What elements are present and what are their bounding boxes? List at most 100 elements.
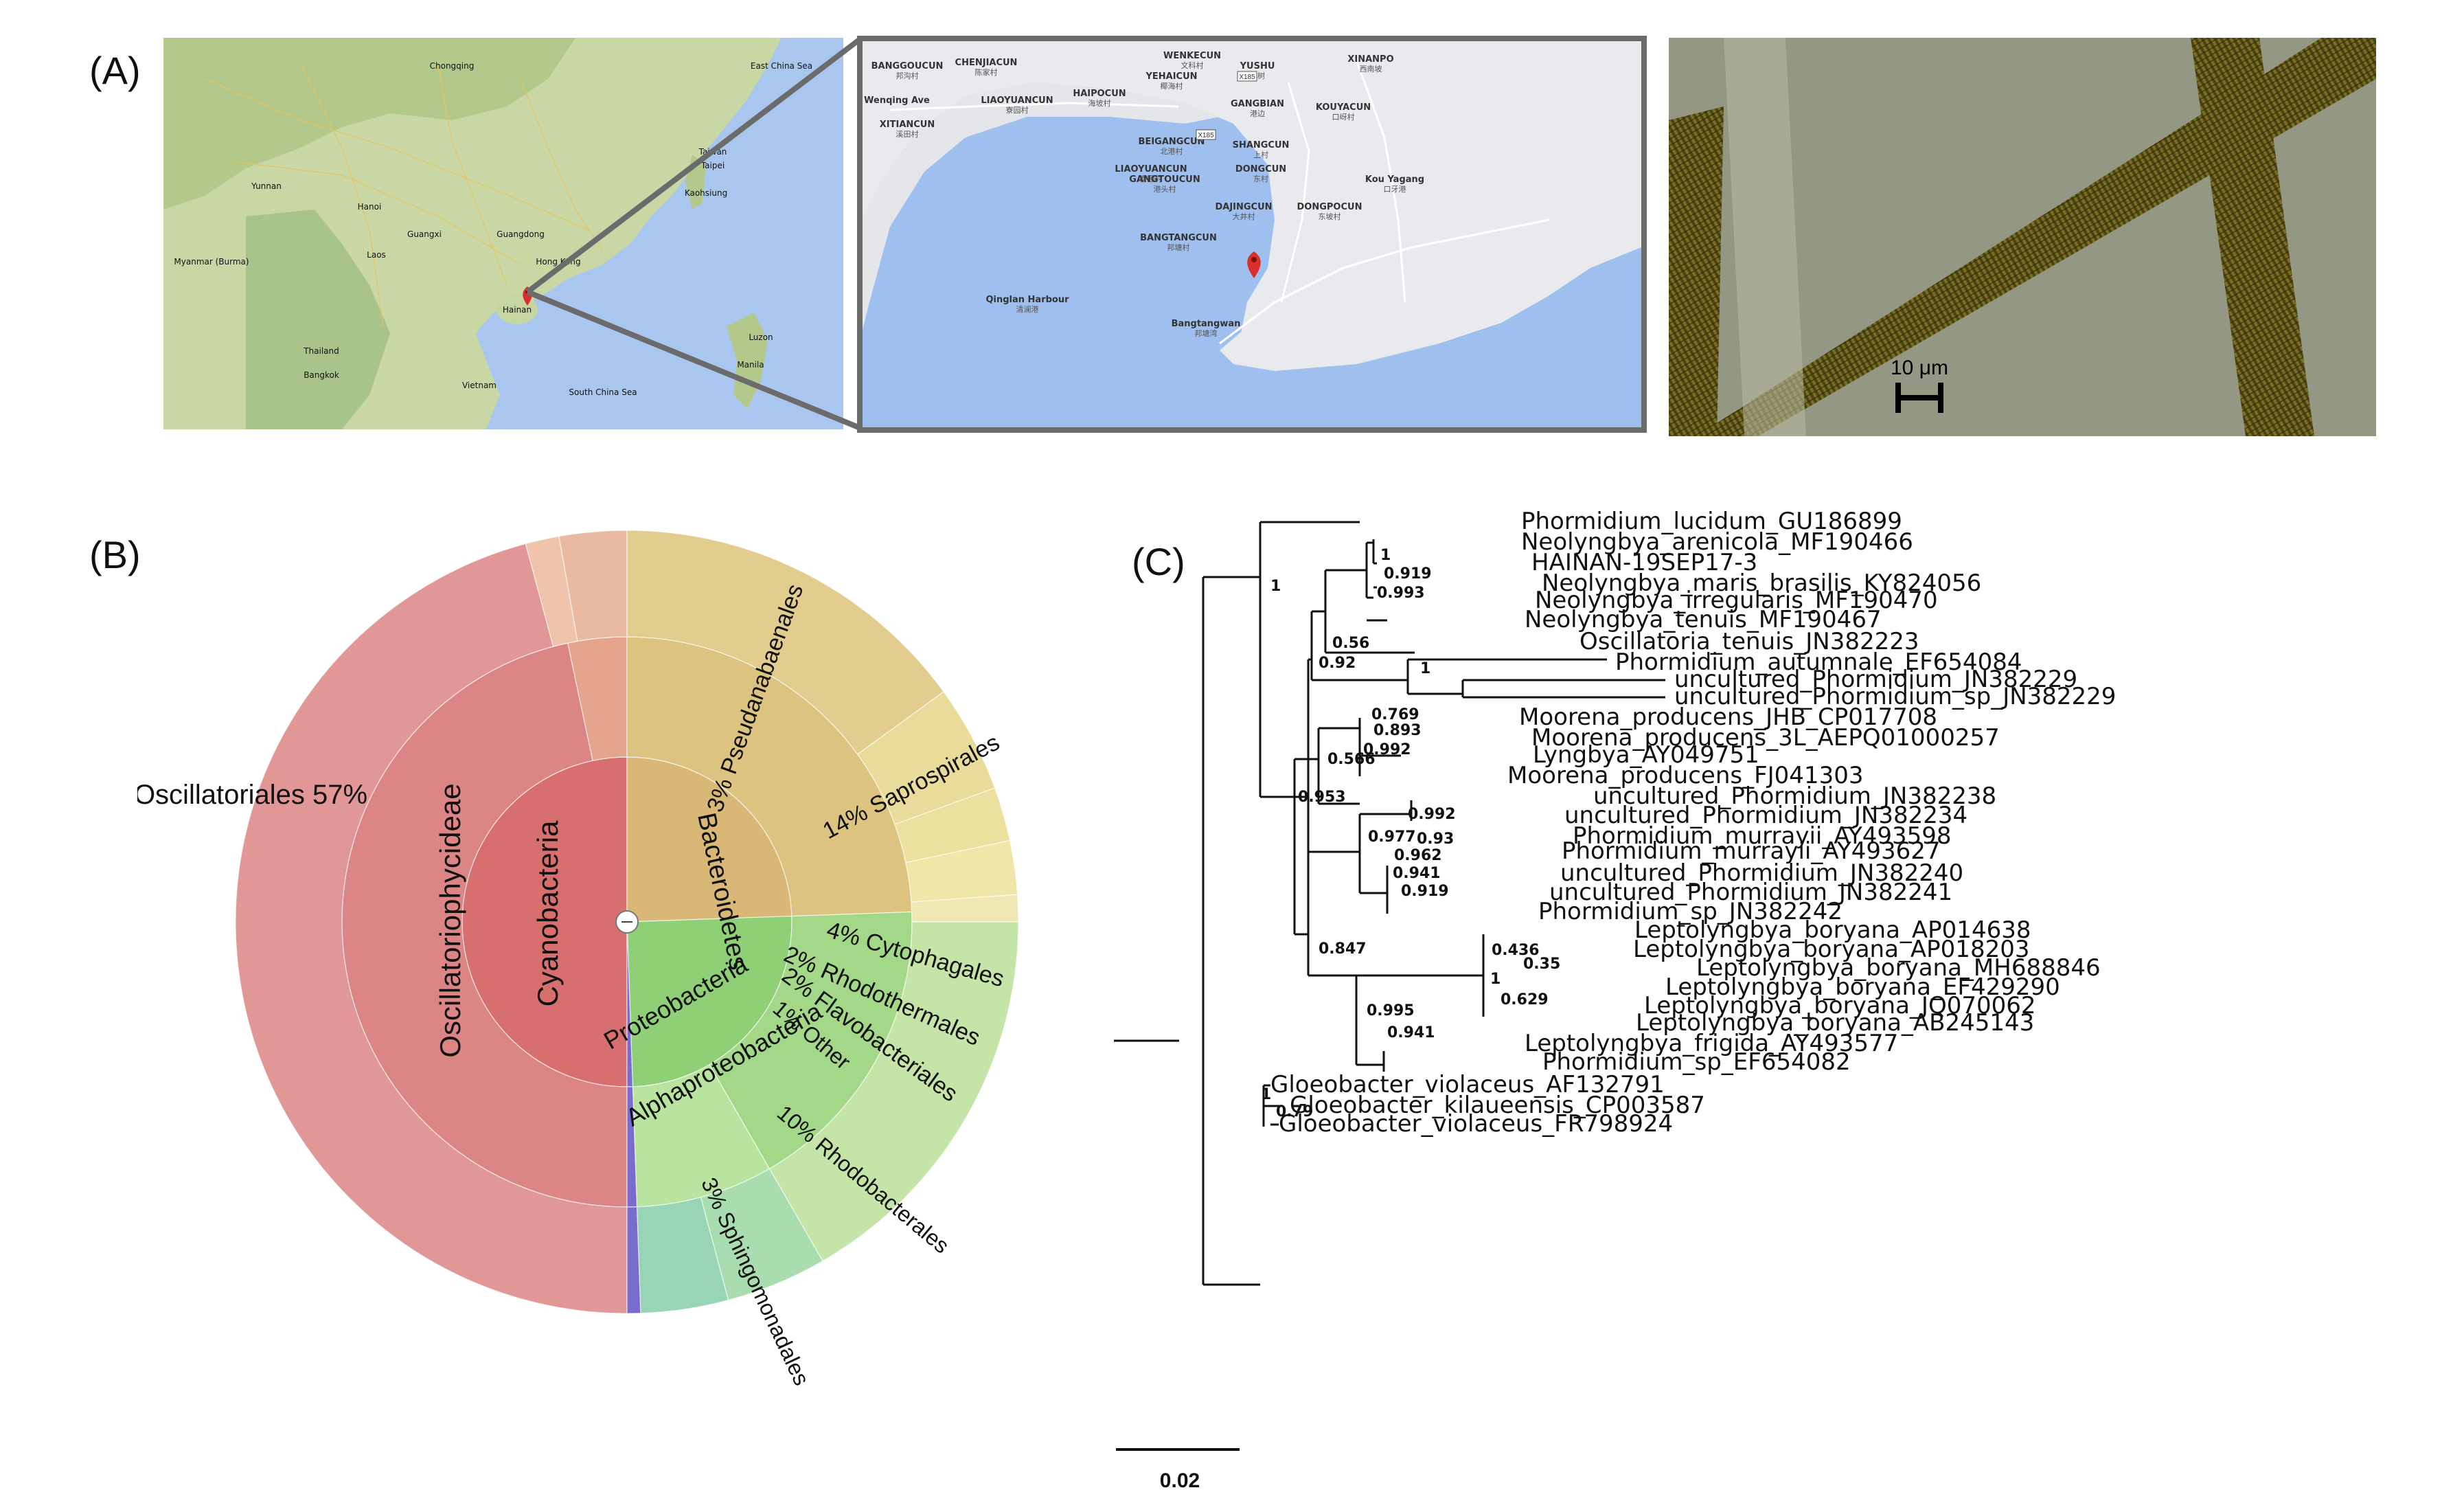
taxon-label: Leptolyngbya_boryana_MH688846 xyxy=(1696,954,2101,982)
tree-scale-label: 0.02 xyxy=(1160,1469,1200,1492)
support-value: 0.92 xyxy=(1319,655,1356,672)
taxon-label: Phormidium_autumnale_EF654084 xyxy=(1615,648,2022,676)
support-value: 0.893 xyxy=(1373,722,1422,739)
taxon-label: Neolyngbya_irregularis_MF190470 xyxy=(1535,587,1938,614)
taxon-label: uncultured_Phormidium_JN382241 xyxy=(1549,879,1952,906)
svg-text:港头村: 港头村 xyxy=(1154,184,1176,194)
svg-text:港边: 港边 xyxy=(1250,109,1265,118)
svg-text:XINANPO: XINANPO xyxy=(1347,54,1393,65)
svg-text:DONGCUN: DONGCUN xyxy=(1235,164,1286,174)
krona-label-oscillatoriales: Oscillatoriales 57% xyxy=(137,780,367,810)
map-place-label: Yunnan xyxy=(251,181,282,191)
phylogenetic-tree: Phormidium_lucidum_GU186899Neolyngbya_ar… xyxy=(1114,508,2116,1492)
svg-text:BANGTANGCUN: BANGTANGCUN xyxy=(1140,233,1217,243)
support-value: 0.919 xyxy=(1401,883,1449,900)
taxon-label: Leptolyngbya_boryana_AP014638 xyxy=(1634,916,2031,944)
svg-text:LIAOYUANCUN: LIAOYUANCUN xyxy=(981,95,1053,106)
support-value: 0.629 xyxy=(1501,991,1549,1008)
map-place-label: Kaohsiung xyxy=(685,188,727,198)
taxon-label: Lyngbya_AY049751 xyxy=(1533,741,1759,769)
support-value: 1 xyxy=(1261,1086,1271,1103)
taxon-label: Leptolyngbya_boryana_EF429290 xyxy=(1665,973,2060,1001)
wedge-rhodobacterales[interactable] xyxy=(768,921,1019,1262)
support-value: 0.56 xyxy=(1332,635,1369,652)
scale-bar: 10 μm xyxy=(1891,357,1948,413)
svg-text:X185: X185 xyxy=(1198,132,1214,139)
support-value: 0.769 xyxy=(1371,706,1419,723)
support-value: 0.436 xyxy=(1492,942,1540,959)
taxon-label: Leptolyngbya_boryana_AP018203 xyxy=(1633,936,2029,963)
svg-text:LIAOYUANCUN: LIAOYUANCUN xyxy=(1115,164,1187,174)
krona-chart: Oscillatoriales 57%Oscillatoriophycideae… xyxy=(137,530,1019,1389)
highlighted-taxon: HAINAN-19SEP17-3 xyxy=(1531,549,1757,576)
map-place-label: Hainan xyxy=(503,305,532,315)
svg-text:DONGPOCUN: DONGPOCUN xyxy=(1297,202,1362,212)
map-place-label: Bangkok xyxy=(304,370,339,380)
svg-text:DAJINGCUN: DAJINGCUN xyxy=(1215,202,1272,212)
taxon-label: uncultured_Phormidium_JN382234 xyxy=(1564,802,1967,829)
svg-text:陈家村: 陈家村 xyxy=(975,67,998,77)
svg-text:北港村: 北港村 xyxy=(1161,146,1183,156)
map-place-label: Luzon xyxy=(749,332,773,342)
svg-text:大井村: 大井村 xyxy=(1233,212,1255,221)
taxon-label: uncultured_Phormidium_sp_JN382229 xyxy=(1674,683,2116,710)
svg-text:口牙港: 口牙港 xyxy=(1384,185,1406,194)
taxon-label: Phormidium_sp_JN382242 xyxy=(1538,898,1843,925)
svg-text:邦塘湾: 邦塘湾 xyxy=(1195,328,1218,338)
map-place-label: Guangxi xyxy=(407,229,442,239)
support-value: 1 xyxy=(1490,971,1501,988)
micrograph-image: 10 μm xyxy=(1669,38,2376,436)
svg-text:YEHAICUN: YEHAICUN xyxy=(1145,71,1197,82)
svg-text:Bangtangwan: Bangtangwan xyxy=(1172,319,1241,329)
taxon-label: Gloeobacter_violaceus_AF132791 xyxy=(1270,1071,1665,1098)
support-value: 0.941 xyxy=(1393,865,1441,882)
wedge-minor-outer[interactable] xyxy=(626,1206,641,1314)
taxon-label: uncultured_Phormidium_JN382238 xyxy=(1593,782,1996,810)
taxon-label: Leptolyngbya_frigida_AY493577 xyxy=(1525,1030,1898,1057)
taxon-label: uncultured_Phormidium_JN382240 xyxy=(1560,859,1963,887)
support-value: 0.953 xyxy=(1298,789,1346,806)
svg-text:Qinglan Harbour: Qinglan Harbour xyxy=(985,295,1069,305)
support-value: 0.962 xyxy=(1394,847,1442,864)
taxon-label: Oscillatoria_tenuis_JN382223 xyxy=(1579,628,1919,655)
svg-text:东村: 东村 xyxy=(1253,174,1268,183)
support-value: 0.993 xyxy=(1377,585,1425,602)
support-value: 0.941 xyxy=(1387,1024,1435,1041)
taxon-label: uncultured_Phormidium_JN382229 xyxy=(1674,666,2077,693)
svg-text:溪田村: 溪田村 xyxy=(896,129,919,139)
svg-text:SHANGCUN: SHANGCUN xyxy=(1233,140,1290,150)
svg-text:GANGBIAN: GANGBIAN xyxy=(1231,99,1284,109)
support-value: 0.995 xyxy=(1367,1002,1415,1019)
svg-text:YUSHU: YUSHU xyxy=(1240,61,1275,71)
support-value: 0.977 xyxy=(1368,828,1416,846)
taxon-label: Moorena_producens_JHB_CP017708 xyxy=(1519,703,1937,731)
svg-text:椰海村: 椰海村 xyxy=(1161,81,1183,91)
panel-label-a: (A) xyxy=(89,49,141,92)
svg-text:GANGTOUCUN: GANGTOUCUN xyxy=(1129,174,1200,185)
road-tag: X185 xyxy=(1196,129,1216,140)
wedge-oscillatoriales[interactable] xyxy=(235,543,628,1314)
support-value: 1 xyxy=(1270,578,1281,595)
map-place-label: Myanmar (Burma) xyxy=(174,257,249,267)
map-place-label: Thailand xyxy=(303,346,339,356)
taxon-label: Neolyngbya_tenuis_MF190467 xyxy=(1525,606,1882,633)
taxon-label: Phormidium_murrayii_AY493627 xyxy=(1562,837,1941,865)
map-place-label: Taipei xyxy=(700,161,725,170)
svg-text:寮园村: 寮园村 xyxy=(1140,174,1163,183)
taxon-label: Gloeobacter_kilaueensis_CP003587 xyxy=(1290,1092,1705,1119)
